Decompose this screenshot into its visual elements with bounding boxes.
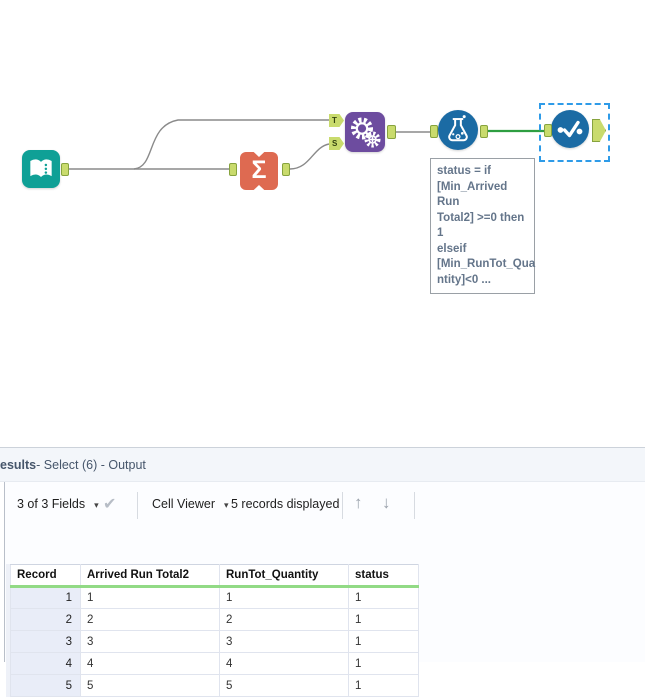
summarize-output-anchor[interactable] [282, 163, 290, 176]
connections-layer [69, 119, 544, 170]
select-check-icon [557, 120, 583, 138]
results-panel: esults - Select (6) - Output 3 of 3 Fiel… [0, 447, 645, 697]
value-cell[interactable]: 5 [80, 674, 220, 697]
input-output-anchor[interactable] [61, 163, 69, 176]
selection-outline [539, 103, 610, 162]
input-data-tool[interactable] [22, 150, 60, 188]
append-fields-tool[interactable] [345, 112, 385, 152]
value-cell[interactable]: 4 [219, 652, 349, 675]
record-number-cell[interactable]: 4 [10, 652, 81, 675]
records-displayed-label: 5 records displayed [231, 497, 340, 511]
anchor-label-t: T [332, 116, 337, 125]
value-cell[interactable]: 1 [348, 608, 419, 631]
arrow-up-icon[interactable]: ↑ [354, 493, 363, 512]
value-cell[interactable]: 2 [80, 608, 220, 631]
results-body: 3 of 3 Fields ▾ ✔ Cell Viewer ▾ 5 records … [4, 482, 645, 697]
arrow-down-icon[interactable]: ↓ [382, 493, 391, 512]
connection-summarize-append-s[interactable] [289, 143, 330, 170]
select-output-anchor[interactable] [592, 119, 606, 142]
value-cell[interactable]: 1 [80, 586, 220, 609]
apply-check-icon[interactable]: ✔ [103, 496, 117, 513]
value-cell[interactable]: 4 [80, 652, 220, 675]
tool-annotation: status = if [Min_Arrived Run Total2] >=0… [430, 158, 535, 294]
column-header[interactable]: Arrived Run Total2 [80, 564, 220, 588]
column-header[interactable]: status [348, 564, 419, 588]
fields-dropdown[interactable]: 3 of 3 Fields ▾ [17, 497, 99, 511]
value-cell[interactable]: 1 [348, 586, 419, 609]
append-input-anchor-s[interactable]: S [329, 137, 344, 150]
formula-tool[interactable] [438, 110, 478, 150]
summarize-input-anchor[interactable] [229, 163, 237, 176]
chevron-down-icon: ▾ [94, 500, 99, 510]
results-panel-title: esults - Select (6) - Output [0, 448, 645, 482]
record-number-cell[interactable]: 5 [10, 674, 81, 697]
value-cell[interactable]: 2 [219, 608, 349, 631]
value-cell[interactable]: 1 [219, 586, 349, 609]
results-title-rest: - Select (6) - Output [36, 457, 146, 472]
value-cell[interactable]: 3 [80, 630, 220, 653]
fields-dropdown-label: 3 of 3 Fields [17, 497, 86, 511]
append-input-anchor-t[interactable]: T [329, 114, 344, 127]
value-cell[interactable]: 1 [348, 630, 419, 653]
record-number-cell[interactable]: 1 [10, 586, 81, 609]
formula-input-anchor[interactable] [430, 125, 438, 138]
column-header[interactable]: RunTot_Quantity [219, 564, 349, 588]
toolbar-separator [414, 492, 415, 519]
cell-viewer-label: Cell Viewer [152, 497, 215, 511]
toolbar-separator [137, 492, 138, 519]
sigma-icon: Σ [251, 155, 267, 184]
value-cell[interactable]: 1 [348, 674, 419, 697]
gears-icon [351, 117, 381, 148]
results-title-bold: esults [0, 457, 37, 472]
value-cell[interactable]: 3 [219, 630, 349, 653]
cell-viewer-dropdown[interactable]: Cell Viewer ▾ [152, 497, 229, 511]
record-number-cell[interactable]: 2 [10, 608, 81, 631]
formula-output-anchor[interactable] [480, 125, 488, 138]
select-input-anchor[interactable] [544, 124, 552, 137]
results-toolbar: 3 of 3 Fields ▾ ✔ Cell Viewer ▾ 5 records … [5, 482, 645, 529]
workflow-canvas[interactable]: Σ T S [0, 0, 645, 447]
value-cell[interactable]: 5 [219, 674, 349, 697]
append-output-anchor[interactable] [387, 125, 396, 139]
connection-input-append-t[interactable] [133, 119, 329, 170]
select-tool[interactable] [551, 110, 589, 148]
book-icon [30, 159, 52, 177]
summarize-tool[interactable]: Σ [240, 152, 278, 190]
record-number-cell[interactable]: 3 [10, 630, 81, 653]
column-header[interactable]: Record [10, 564, 81, 588]
chevron-down-icon: ▾ [224, 500, 229, 510]
toolbar-separator [342, 492, 343, 519]
flask-icon [448, 115, 468, 142]
value-cell[interactable]: 1 [348, 652, 419, 675]
anchor-label-s: S [332, 139, 338, 148]
